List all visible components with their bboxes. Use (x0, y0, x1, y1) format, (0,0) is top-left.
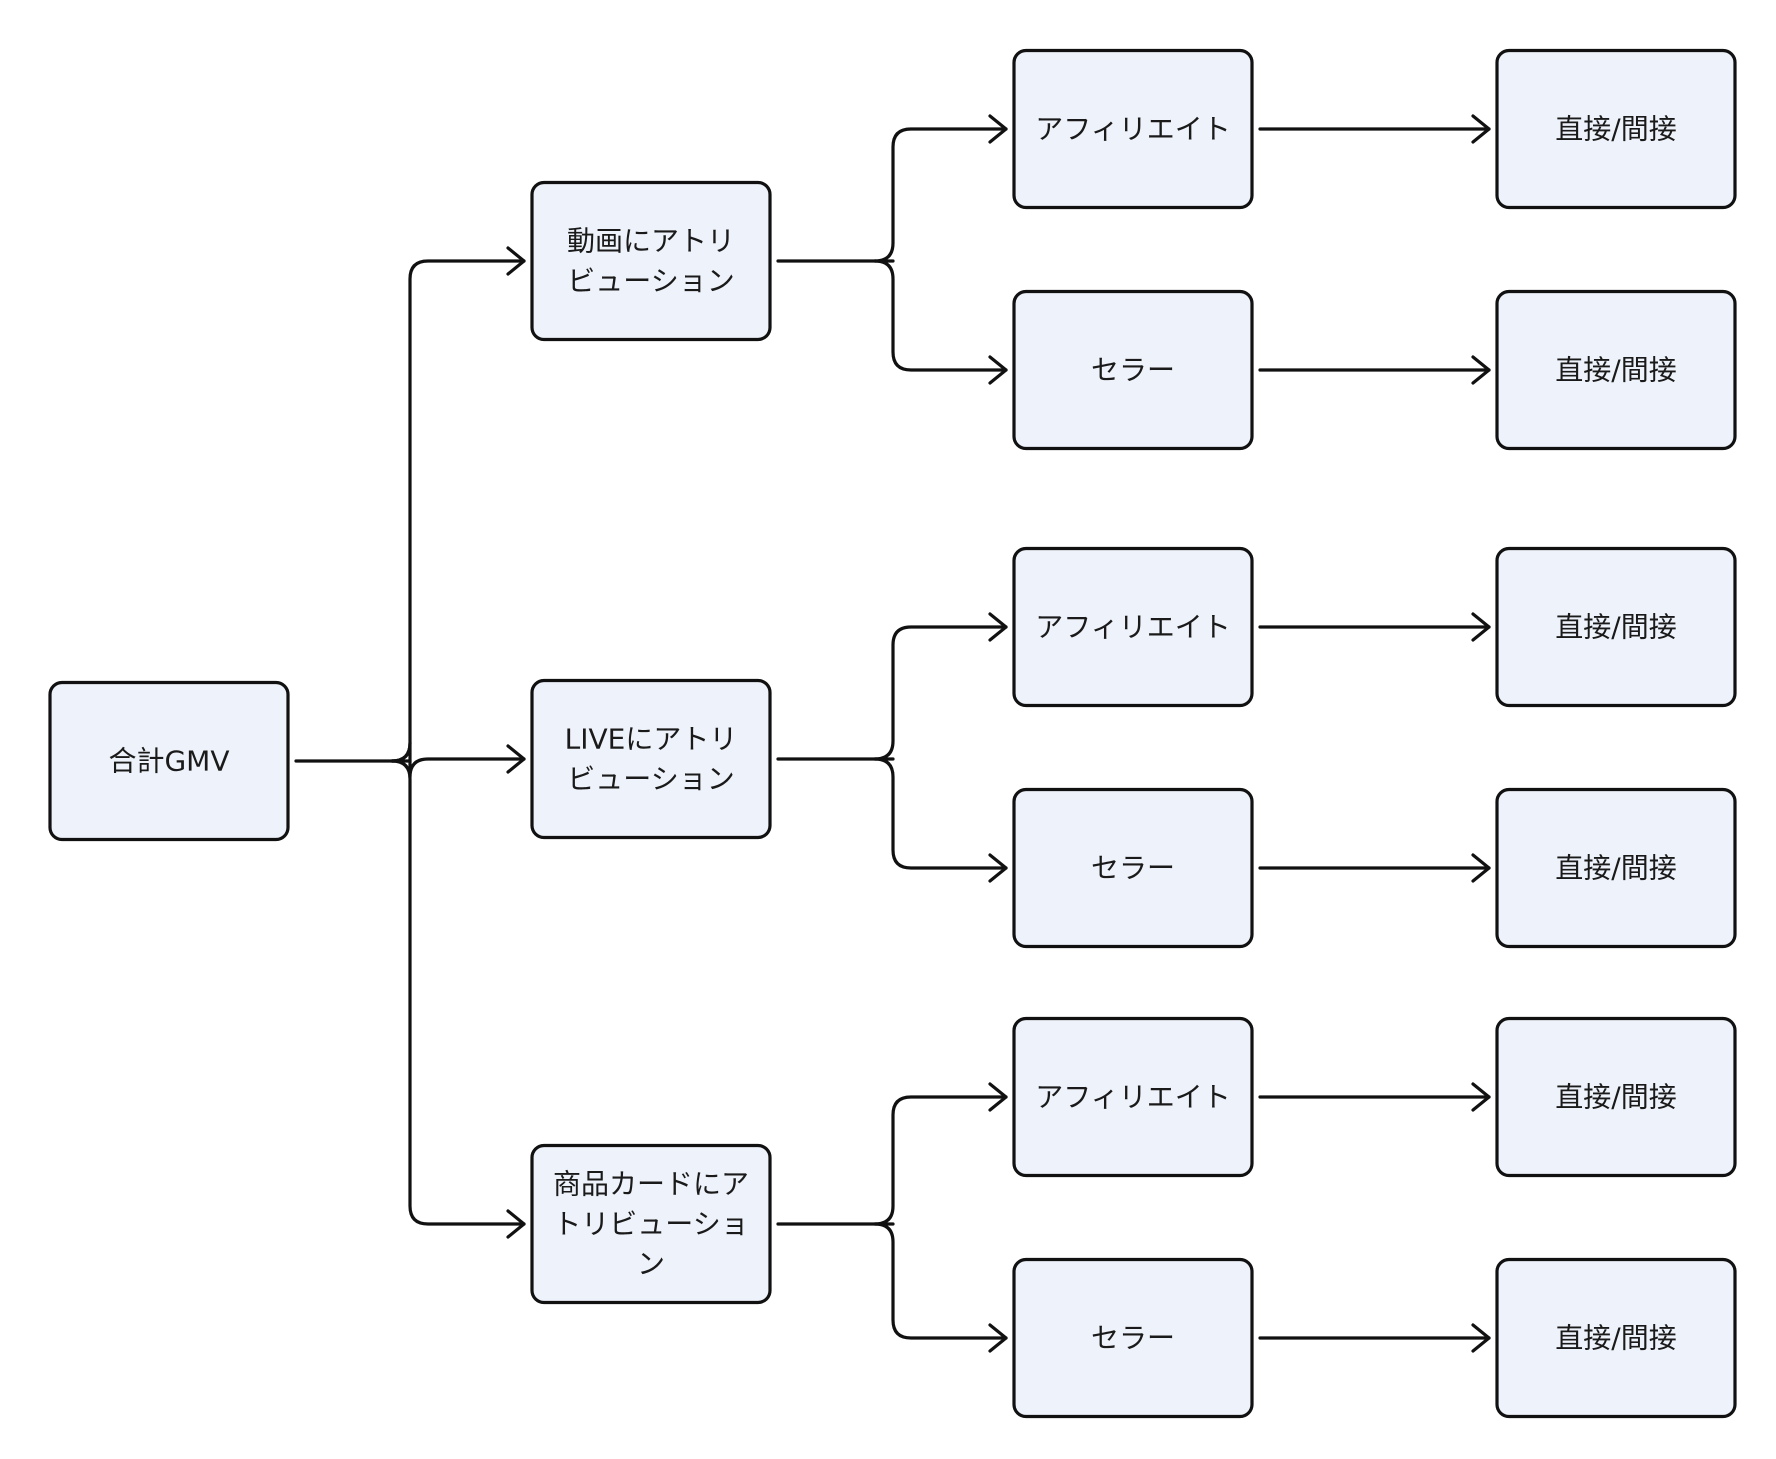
root-connector-arrow-0 (390, 246, 526, 763)
channel-node-live-seller-box (1012, 787, 1254, 949)
leaf-node-product-card-seller-label: 直接/間接 (1555, 1322, 1676, 1355)
channel-node-live-affiliate-box (1012, 546, 1254, 708)
branch-node-product-card-label: ン (637, 1248, 665, 1281)
channel-node-live-seller: セラー (1012, 787, 1254, 949)
branch-node-video-box (530, 180, 772, 342)
leaf-node-live-affiliate-box (1495, 546, 1737, 708)
leaf-node-video-affiliate: 直接/間接 (1495, 48, 1737, 210)
channel-node-video-affiliate: アフィリエイト (1012, 48, 1254, 210)
leaf-node-product-card-seller: 直接/間接 (1495, 1257, 1737, 1419)
leaf-node-video-seller-box (1495, 289, 1737, 451)
branch-connector-video-arrow-1 (873, 259, 1008, 385)
channel-node-product-card-seller: セラー (1012, 1257, 1254, 1419)
leaf-node-video-affiliate-box (1495, 48, 1737, 210)
branch-node-product-card-label: トリビューショ (553, 1208, 748, 1241)
channel-node-product-card-affiliate: アフィリエイト (1012, 1016, 1254, 1178)
channel-node-video-seller-label: セラー (1091, 354, 1175, 387)
leaf-node-video-affiliate-label: 直接/間接 (1555, 113, 1676, 146)
channel-node-video-affiliate-label: アフィリエイト (1035, 113, 1230, 146)
root-node-root-label: 合計GMV (108, 745, 229, 778)
branch-connector-product-card-arrow-0 (873, 1082, 1008, 1226)
leaf-node-product-card-affiliate: 直接/間接 (1495, 1016, 1737, 1178)
node-layer: 合計GMV動画にアトリビューションアフィリエイト直接/間接セラー直接/間接LIV… (48, 48, 1737, 1419)
channel-node-product-card-seller-label: セラー (1091, 1322, 1175, 1355)
channel-node-product-card-affiliate-label: アフィリエイト (1035, 1081, 1230, 1114)
channel-node-live-seller-label: セラー (1091, 852, 1175, 885)
leaf-node-product-card-affiliate-box (1495, 1016, 1737, 1178)
branch-node-product-card-box (530, 1143, 772, 1305)
root-connector-arrow-1 (390, 741, 526, 779)
leaf-node-video-seller-label: 直接/間接 (1555, 354, 1676, 387)
root-node-root: 合計GMV (48, 680, 290, 842)
leaf-node-live-seller: 直接/間接 (1495, 787, 1737, 949)
channel-node-live-affiliate: アフィリエイト (1012, 546, 1254, 708)
branch-connector-live-arrow-1 (873, 757, 1008, 883)
leaf-node-product-card-affiliate-label: 直接/間接 (1555, 1081, 1676, 1114)
branch-node-video-label: ビューション (567, 265, 734, 298)
branch-connector-video-arrow-0 (873, 114, 1008, 263)
connector-layer (294, 114, 1491, 1353)
leaf-node-live-seller-box (1495, 787, 1737, 949)
root-connector-arrow-2 (390, 759, 526, 1239)
channel-node-video-affiliate-box (1012, 48, 1254, 210)
channel-node-video-seller-box (1012, 289, 1254, 451)
channel-node-product-card-seller-box (1012, 1257, 1254, 1419)
root-node-root-box (48, 680, 290, 842)
leaf-node-video-seller: 直接/間接 (1495, 289, 1737, 451)
branch-node-product-card-label: 商品カードにア (553, 1168, 749, 1201)
leaf-node-live-seller-label: 直接/間接 (1555, 852, 1676, 885)
leaf-node-product-card-seller-box (1495, 1257, 1737, 1419)
branch-connector-live-arrow-0 (873, 612, 1008, 761)
leaf-node-live-affiliate-label: 直接/間接 (1555, 611, 1676, 644)
branch-node-live-label: LIVEにアトリ (565, 723, 738, 756)
leaf-node-live-affiliate: 直接/間接 (1495, 546, 1737, 708)
branch-node-live-label: ビューション (567, 763, 734, 796)
channel-node-live-affiliate-label: アフィリエイト (1035, 611, 1230, 644)
channel-node-video-seller: セラー (1012, 289, 1254, 451)
branch-connector-product-card-arrow-1 (873, 1222, 1008, 1353)
branch-node-video-label: 動画にアトリ (567, 225, 735, 258)
channel-node-product-card-affiliate-box (1012, 1016, 1254, 1178)
branch-node-live-box (530, 678, 772, 840)
